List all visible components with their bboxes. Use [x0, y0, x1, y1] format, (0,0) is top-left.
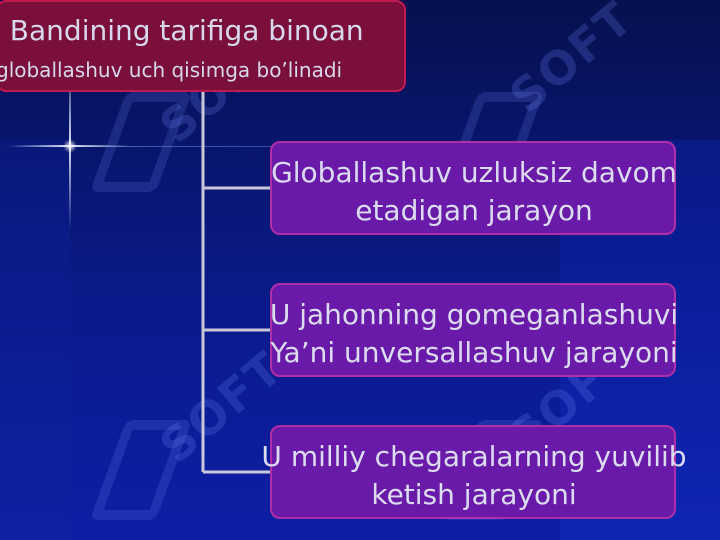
child-node-3-line2: ketish jarayoni — [371, 478, 577, 511]
root-node-box — [0, 0, 406, 92]
child-node-2-line1: U jahonning gomeganlashuvi — [269, 298, 679, 331]
root-node-title: . Bandining tarifiga binoan — [0, 14, 364, 47]
child-node-box-2 — [270, 283, 676, 377]
background-panel-left — [0, 140, 70, 540]
child-node-box-1 — [270, 141, 676, 235]
child-node-box-3 — [270, 425, 676, 519]
child-node-3-line1: U milliy chegaralarning yuvilib — [261, 440, 687, 473]
child-node-1-line1: Globallashuv uzluksiz davom — [271, 156, 677, 189]
child-node-label-3: U milliy chegaralarning yuvilib ketish j… — [230, 438, 718, 514]
child-node-2-line2: Ya’ni unversallashuv jarayoni — [270, 336, 678, 369]
child-node-label-1: Globallashuv uzluksiz davom etadigan jar… — [230, 154, 718, 230]
sparkle-icon — [63, 139, 77, 153]
child-node-label-2: U jahonning gomeganlashuvi Ya’ni unversa… — [230, 296, 718, 372]
child-node-1-line2: etadigan jarayon — [355, 194, 593, 227]
root-node-subtitle: globallashuv uch qisimga bo’linadi — [0, 58, 343, 82]
